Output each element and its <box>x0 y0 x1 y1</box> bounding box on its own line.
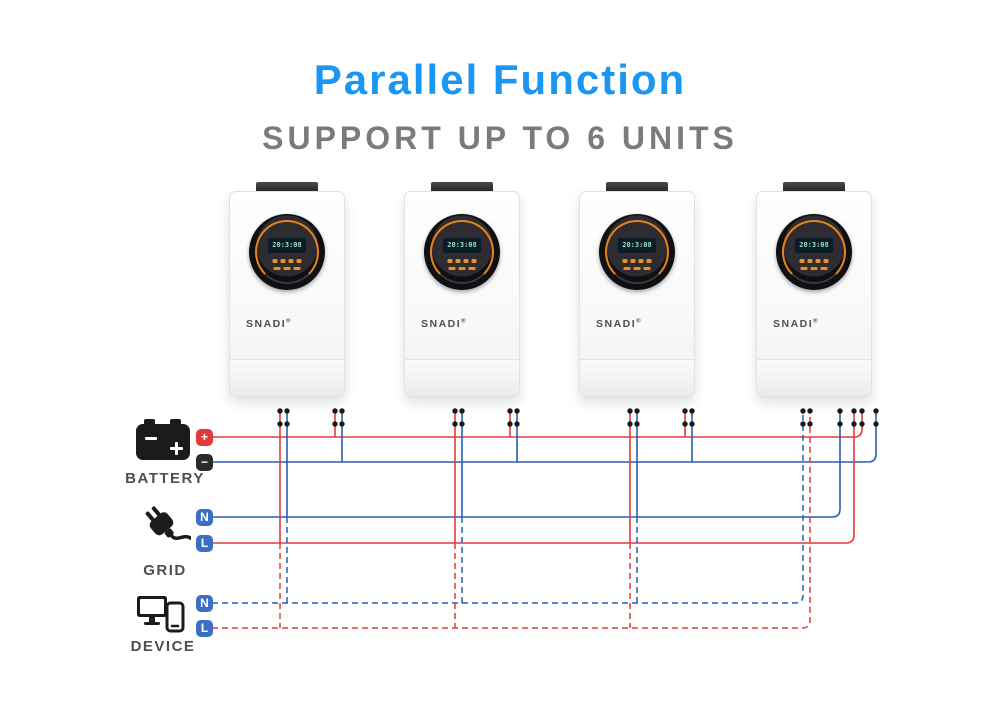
inverter-base <box>230 359 344 396</box>
registered-mark: ® <box>461 318 468 325</box>
registered-mark: ® <box>813 318 820 325</box>
inverter-body: 20:3:08 SNADI® <box>756 191 872 397</box>
inverter-body: 20:3:08 SNADI® <box>579 191 695 397</box>
battery-positive-wire <box>212 413 863 438</box>
device-live-terminal: L <box>196 620 213 637</box>
display-buttons <box>447 259 477 263</box>
battery-plus-terminal: + <box>196 429 213 446</box>
display-buttons <box>272 259 302 263</box>
lcd-screen: 20:3:08 <box>268 238 306 253</box>
inverter-unit-2: 20:3:08 SNADI® <box>404 182 520 397</box>
inverter-display: 20:3:08 <box>249 214 325 290</box>
battery-label: BATTERY <box>125 470 205 487</box>
lcd-screen: 20:3:08 <box>443 238 481 253</box>
brand-logo: SNADI® <box>773 318 819 330</box>
brand-logo: SNADI® <box>596 318 642 330</box>
terminal-dots <box>277 408 879 427</box>
battery-icon <box>136 419 190 460</box>
battery-icon-minus-mark <box>145 437 157 440</box>
battery-minus-terminal: − <box>196 454 213 471</box>
display-buttons <box>799 259 829 263</box>
inverter-unit-1: 20:3:08 SNADI® <box>229 182 345 397</box>
battery-icon-plus-mark <box>170 442 183 455</box>
grid-wires <box>212 409 855 544</box>
inverter-base <box>757 359 871 396</box>
mounting-bracket <box>256 182 318 193</box>
grid-live-wire <box>212 413 855 544</box>
display-ring <box>782 220 846 284</box>
lcd-screen: 20:3:08 <box>618 238 656 253</box>
mounting-bracket <box>431 182 493 193</box>
inverter-display: 20:3:08 <box>424 214 500 290</box>
brand-logo: SNADI® <box>421 318 467 330</box>
display-indicators <box>273 267 301 270</box>
inverter-unit-3: 20:3:08 SNADI® <box>579 182 695 397</box>
brand-text: SNADI <box>421 318 462 330</box>
inverter-base <box>405 359 519 396</box>
inverter-display: 20:3:08 <box>599 214 675 290</box>
inverter-body: 20:3:08 SNADI® <box>229 191 345 397</box>
registered-mark: ® <box>636 318 643 325</box>
battery-negative-wire <box>212 413 877 463</box>
inverter-body: 20:3:08 SNADI® <box>404 191 520 397</box>
mounting-bracket <box>783 182 845 193</box>
inverter-unit-4: 20:3:08 SNADI® <box>756 182 872 397</box>
battery-wires <box>212 409 877 463</box>
inverter-base <box>580 359 694 396</box>
device-wires <box>212 413 811 629</box>
lcd-screen: 20:3:08 <box>795 238 833 253</box>
display-ring <box>430 220 494 284</box>
device-neutral-wire <box>212 413 804 604</box>
grid-label: GRID <box>143 562 187 579</box>
inverter-display: 20:3:08 <box>776 214 852 290</box>
device-monitor-phone-icon <box>137 596 185 633</box>
mounting-bracket <box>606 182 668 193</box>
display-ring <box>605 220 669 284</box>
brand-text: SNADI <box>773 318 814 330</box>
grid-neutral-wire <box>212 413 841 518</box>
brand-text: SNADI <box>246 318 287 330</box>
registered-mark: ® <box>286 318 293 325</box>
brand-logo: SNADI® <box>246 318 292 330</box>
display-indicators <box>623 267 651 270</box>
grid-plug-icon <box>145 506 191 541</box>
display-buttons <box>622 259 652 263</box>
page-title: Parallel Function <box>313 56 687 103</box>
device-live-wire <box>212 413 811 629</box>
display-indicators <box>800 267 828 270</box>
device-neutral-terminal: N <box>196 595 213 612</box>
device-label: DEVICE <box>130 638 196 655</box>
display-indicators <box>448 267 476 270</box>
page-subtitle: SUPPORT UP TO 6 UNITS <box>262 120 738 156</box>
grid-neutral-terminal: N <box>196 509 213 526</box>
grid-live-terminal: L <box>196 535 213 552</box>
brand-text: SNADI <box>596 318 637 330</box>
display-ring <box>255 220 319 284</box>
